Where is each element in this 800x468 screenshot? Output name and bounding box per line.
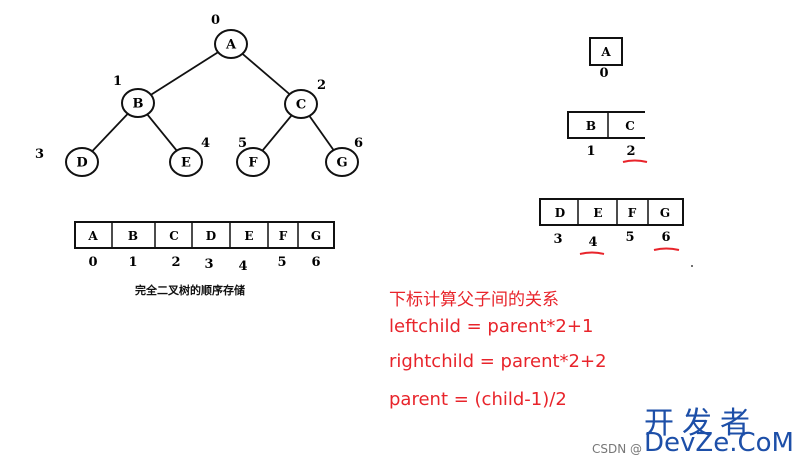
level-cell: C — [625, 119, 635, 133]
tree-index-d: 3 — [35, 147, 44, 162]
level-cell: B — [586, 119, 596, 133]
level-cell: F — [628, 206, 637, 220]
tree-index-g: 6 — [354, 136, 363, 151]
level-index: 3 — [553, 232, 562, 247]
tree-node-letter: G — [336, 156, 347, 171]
tree-node-letter: B — [133, 97, 144, 112]
array-cell: G — [311, 229, 321, 243]
array-index: 1 — [128, 255, 137, 270]
red-underline-2 — [622, 159, 648, 163]
level-1-array: B C 1 2 — [567, 111, 648, 163]
array-cell: F — [279, 229, 288, 243]
tree-node-e: E — [169, 147, 203, 177]
red-underline-4 — [579, 251, 605, 255]
formula-parent: parent = (child-1)/2 — [389, 389, 567, 410]
stray-dot — [691, 265, 693, 267]
level-2-array: D E F G 3 4 5 6 — [539, 198, 693, 267]
level-cell: A — [600, 45, 611, 59]
array-cell: A — [87, 229, 98, 243]
tree-node-letter: C — [296, 98, 306, 113]
level-index: 2 — [626, 144, 635, 159]
level-cell: G — [660, 206, 670, 220]
array-cell: E — [244, 229, 253, 243]
array-indices: 0 1 2 3 4 5 6 — [88, 255, 320, 274]
tree-index-e: 4 — [201, 136, 210, 151]
array-index: 5 — [277, 255, 286, 270]
tree-node-c: C — [284, 89, 318, 119]
tree-node-letter: F — [248, 156, 258, 171]
array-index: 6 — [311, 255, 320, 270]
level-cell: E — [593, 206, 602, 220]
tree-index-b: 1 — [113, 74, 122, 89]
array-index: 0 — [88, 255, 97, 270]
level-index: 5 — [625, 230, 634, 245]
array-index: 4 — [238, 259, 247, 274]
edge-a-b — [137, 43, 232, 104]
array-index: 3 — [204, 257, 213, 272]
watermark-logo-cn: 开发者 — [644, 406, 758, 441]
notes-title: 下标计算父子间的关系 — [389, 290, 559, 310]
array-storage: A B C D E F G — [74, 221, 335, 249]
tree-index-a: 0 — [211, 13, 220, 28]
red-underline-6 — [653, 247, 680, 251]
level-index: 4 — [588, 235, 597, 250]
formula-leftchild: leftchild = parent*2+1 — [389, 316, 594, 337]
array-caption: 完全二叉树的顺序存储 — [135, 284, 245, 297]
formula-rightchild: rightchild = parent*2+2 — [389, 351, 607, 372]
tree-node-a: A — [214, 29, 248, 59]
tree-node-letter: D — [76, 156, 87, 171]
tree-index-f: 5 — [238, 136, 247, 151]
tree-node-f: F — [236, 147, 270, 177]
tree-index-c: 2 — [317, 78, 326, 93]
level-index: 1 — [586, 144, 595, 159]
level-0-array: A 0 — [589, 37, 623, 81]
level-cell: D — [555, 206, 565, 220]
tree-node-letter: A — [225, 38, 237, 53]
array-cell: C — [169, 229, 179, 243]
tree-node-b: B — [121, 88, 155, 118]
tree-node-letter: E — [181, 156, 191, 171]
tree-node-g: G — [325, 147, 359, 177]
watermark-csdn: CSDN @ — [592, 442, 643, 456]
tree-node-d: D — [65, 147, 99, 177]
array-index: 2 — [171, 255, 180, 270]
array-cell: D — [206, 229, 216, 243]
array-cell: B — [128, 229, 138, 243]
level-index: 0 — [599, 66, 608, 81]
level-index: 6 — [661, 230, 670, 245]
watermark-logo-en: DevZe.CoM — [644, 428, 794, 458]
